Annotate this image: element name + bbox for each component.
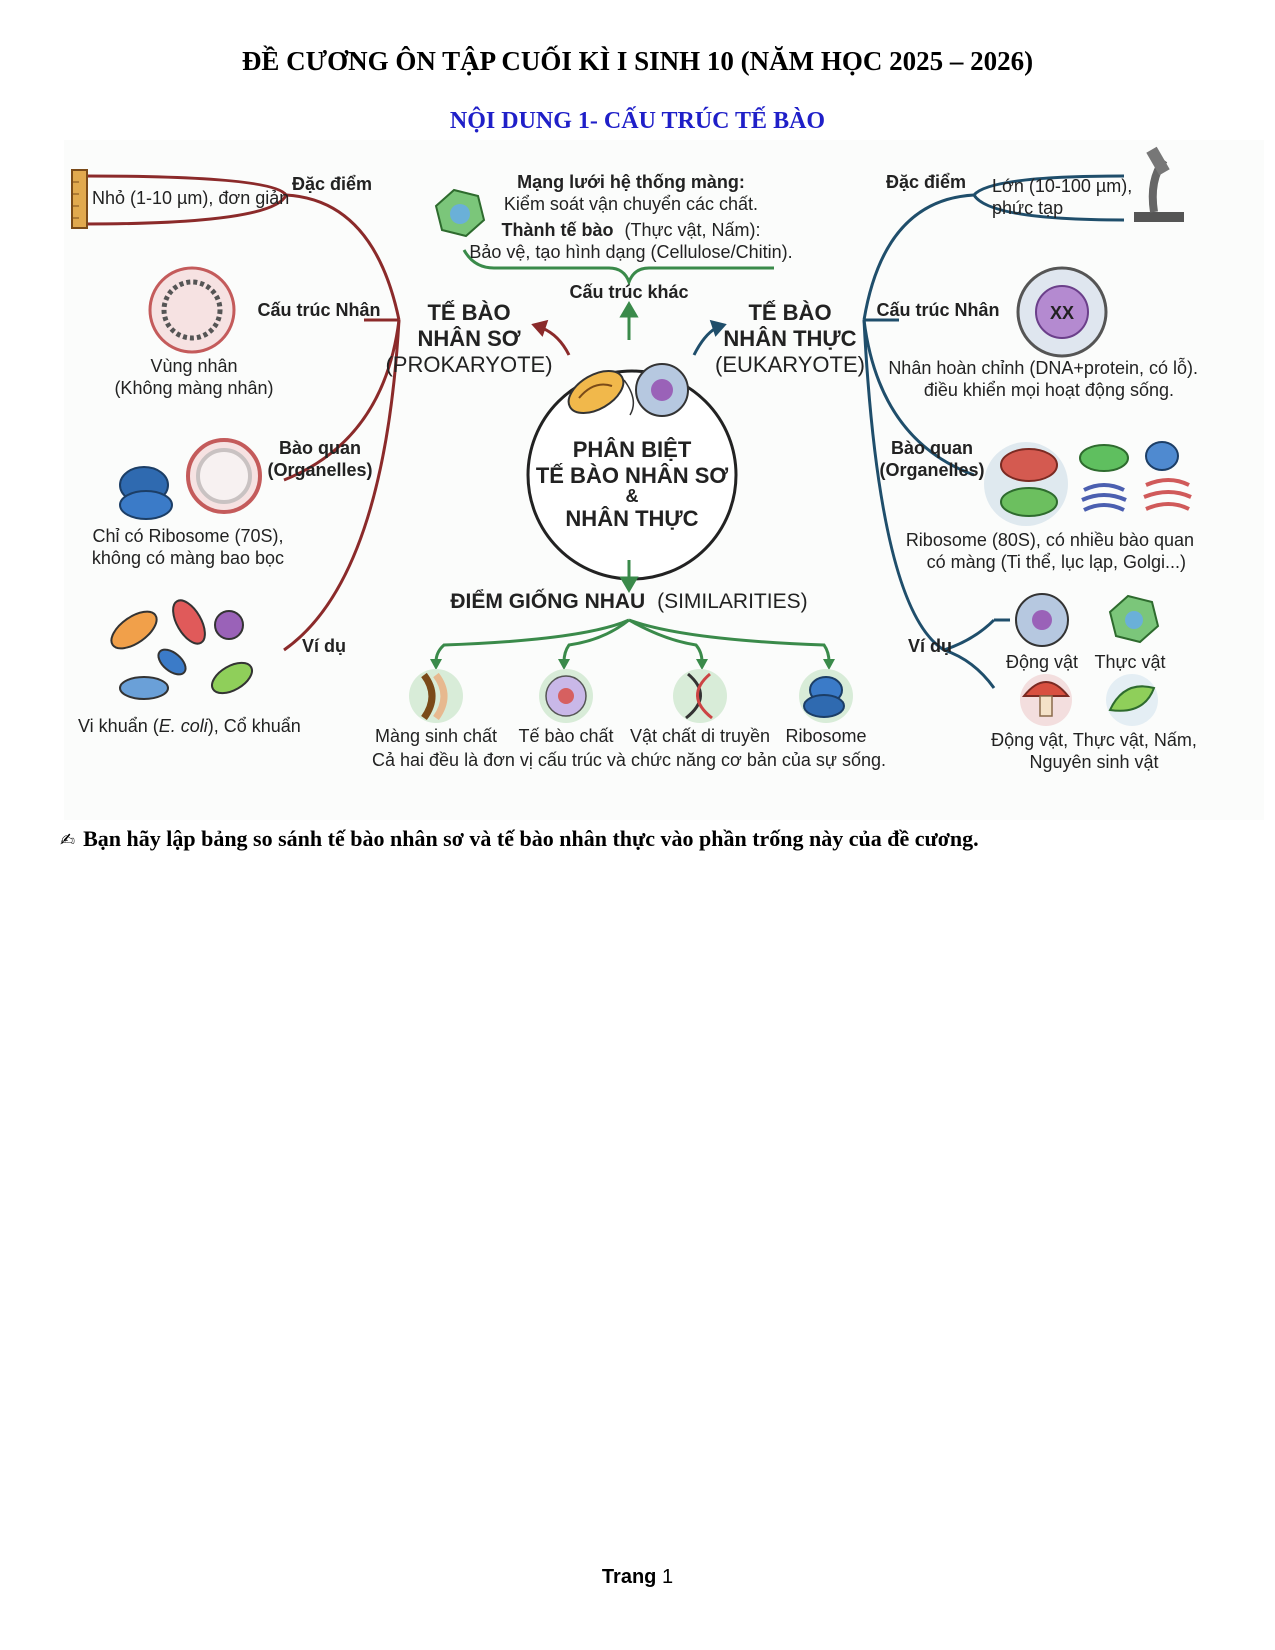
section-title: NỘI DUNG 1- CẤU TRÚC TẾ BÀO — [449, 108, 826, 134]
eukaryote-nucleus-text-1: Nhân hoàn chỉnh (DNA+protein, có lỗ). — [888, 357, 1198, 378]
ribosome-icon — [799, 669, 853, 723]
top-membrane-title: Mạng lưới hệ thống màng: — [517, 172, 745, 192]
prokaryote-title-1: TẾ BÀO — [427, 300, 510, 325]
top-wall-desc: Bảo vệ, tạo hình dạng (Cellulose/Chitin)… — [469, 242, 792, 262]
similarities-title: ĐIỂM GIỐNG NHAU (SIMILARITIES) — [450, 589, 807, 613]
eukaryote-feature-text-2: phức tạp — [992, 198, 1063, 218]
animal-cell-icon — [635, 363, 689, 417]
page-label: Trang — [601, 1566, 657, 1588]
prokaryote-organelle-label-1: Bào quan — [279, 438, 361, 458]
mushroom-icon — [1020, 674, 1072, 726]
page-footer: Trang 1 — [0, 1566, 1275, 1589]
center-circle — [526, 363, 738, 581]
eukaryote-nucleus-icon: XX — [1016, 266, 1108, 358]
eukaryote-title-3: (EUKARYOTE) — [715, 352, 865, 377]
prokaryote-feature-label: Đặc điểm — [292, 174, 372, 194]
ring-icon — [186, 438, 262, 514]
eukaryote-title-1: TẾ BÀO — [748, 300, 831, 325]
top-label: Cấu trúc khác — [569, 282, 688, 302]
prokaryote-organelle-label-2: (Organelles) — [267, 460, 372, 480]
prokaryote-organelle-text-1: Chỉ có Ribosome (70S), — [92, 526, 283, 546]
eukaryote-nucleus-label: Cấu trúc Nhân — [876, 300, 999, 320]
eukaryote-example-plant: Thực vật — [1094, 652, 1165, 672]
top-wall-title: Thành tế bào — [501, 220, 613, 240]
ruler-icon — [71, 169, 88, 229]
animal-cell-example-icon — [1015, 593, 1069, 647]
eukaryote-organelle-text-1: Ribosome (80S), có nhiều bào quan — [906, 530, 1194, 550]
top-wall-paren: (Thực vật, Nấm): — [624, 220, 760, 240]
eukaryote-example-text-1: Động vật, Thực vật, Nấm, — [991, 730, 1197, 750]
svg-text:XX: XX — [1050, 303, 1074, 323]
eukaryote-feature-text-1: Lớn (10-100 µm), — [992, 176, 1132, 196]
writing-hand-icon: ✍ — [60, 830, 76, 851]
center-line-1: PHÂN BIỆT — [573, 437, 692, 462]
prokaryote-example-text: Vi khuẩn (E. coli), Cổ khuẩn — [78, 716, 301, 736]
nucleoid-icon — [148, 266, 236, 354]
similarities-summary: Cả hai đều là đơn vị cấu trúc và chức nă… — [372, 750, 886, 770]
microscope-icon — [1134, 146, 1184, 222]
eukaryote-example-label: Ví dụ — [908, 636, 952, 656]
similarity-item-ribosome: Ribosome — [785, 726, 866, 746]
membrane-icon — [409, 669, 463, 723]
eukaryote-title-2: NHÂN THỰC — [723, 326, 856, 351]
center-line-2: TẾ BÀO NHÂN SƠ — [536, 463, 729, 488]
dna-icon — [673, 669, 727, 723]
cytoplasm-icon — [539, 669, 593, 723]
page-title: ĐỀ CƯƠNG ÔN TẬP CUỐI KÌ I SINH 10 (NĂM H… — [241, 46, 1034, 76]
page-number: 1 — [661, 1566, 674, 1588]
eukaryote-organelle-label-2: (Organelles) — [879, 460, 984, 480]
instruction-text: ✍Bạn hãy lập bảng so sánh tế bào nhân sơ… — [60, 826, 979, 851]
prokaryote-title-2: NHÂN SƠ — [417, 326, 520, 351]
cell-structure-infographic: XX Mạng lưới hệ thống màng: Kiểm soát vậ… — [64, 140, 1264, 820]
prokaryote-example-label: Ví dụ — [302, 636, 346, 656]
protist-icon — [1106, 674, 1158, 726]
prokaryote-organelle-text-2: không có màng bao bọc — [92, 548, 284, 568]
eukaryote-example-animal: Động vật — [1006, 652, 1078, 672]
eukaryote-feature-label: Đặc điểm — [886, 172, 966, 192]
bacteria-group-icon — [110, 599, 253, 700]
center-line-4: NHÂN THỰC — [565, 506, 698, 531]
eukaryote-organelle-text-2: có màng (Ti thể, lục lạp, Golgi...) — [927, 552, 1186, 572]
prokaryote-title-3: (PROKARYOTE) — [385, 352, 552, 377]
prokaryote-nucleus-text-2: (Không màng nhân) — [114, 378, 273, 398]
prokaryote-nucleus-text-1: Vùng nhân — [150, 356, 237, 376]
bacterium-icon — [567, 369, 635, 416]
organelles-icon — [984, 441, 1192, 526]
center-line-3: & — [626, 486, 639, 506]
prokaryote-nucleus-label: Cấu trúc Nhân — [257, 300, 380, 320]
top-membrane-desc: Kiểm soát vận chuyển các chất. — [504, 194, 758, 214]
eukaryote-organelle-label-1: Bào quan — [891, 438, 973, 458]
eukaryote-nucleus-text-2: điều khiển mọi hoạt động sống. — [924, 380, 1174, 400]
similarity-item-dna: Vật chất di truyền — [630, 726, 770, 746]
plant-cell-example-icon — [1108, 594, 1160, 644]
similarity-item-membrane: Màng sinh chất — [375, 726, 497, 746]
plant-cell-icon-top — [434, 188, 486, 238]
prokaryote-feature-text: Nhỏ (1-10 µm), đơn giản — [92, 188, 289, 208]
similarity-item-cytoplasm: Tế bào chất — [518, 726, 613, 746]
svg-text:Thành tế bào (Thực vật, Nấ: Thành tế bào (Thực vật, Nấm): — [501, 220, 760, 240]
prokaryote-ribosome-icon — [119, 466, 173, 520]
eukaryote-example-text-2: Nguyên sinh vật — [1029, 752, 1158, 772]
